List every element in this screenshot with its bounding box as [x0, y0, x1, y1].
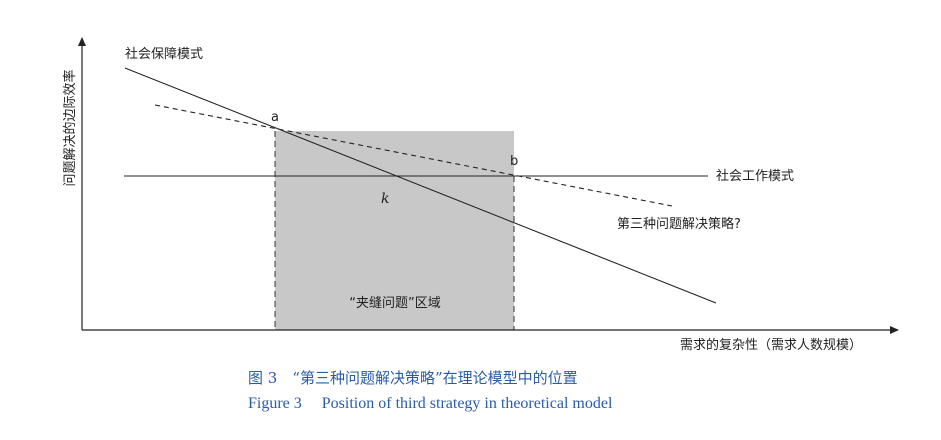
region-label: “夹缝问题”区域	[349, 296, 440, 311]
gap-problem-region	[275, 131, 514, 330]
third-strategy-label: 第三种问题解决策略?	[617, 216, 741, 232]
third-strategy-line	[154, 104, 673, 207]
caption-en: Figure 3 Position of third strategy in t…	[248, 395, 613, 412]
social-work-label: 社会工作模式	[716, 168, 794, 184]
point-b-label: b	[510, 154, 518, 169]
y-axis-label: 问题解决的边际效率	[62, 69, 78, 186]
social-security-label: 社会保障模式	[125, 46, 203, 62]
social-security-line	[124, 67, 717, 304]
x-axis-label: 需求的复杂性（需求人数规模）	[680, 337, 862, 353]
point-a-label: a	[271, 110, 279, 125]
caption-zh: 图 3 “第三种问题解决策略”在理论模型中的位置	[248, 369, 578, 387]
point-k-label: k	[381, 191, 389, 207]
